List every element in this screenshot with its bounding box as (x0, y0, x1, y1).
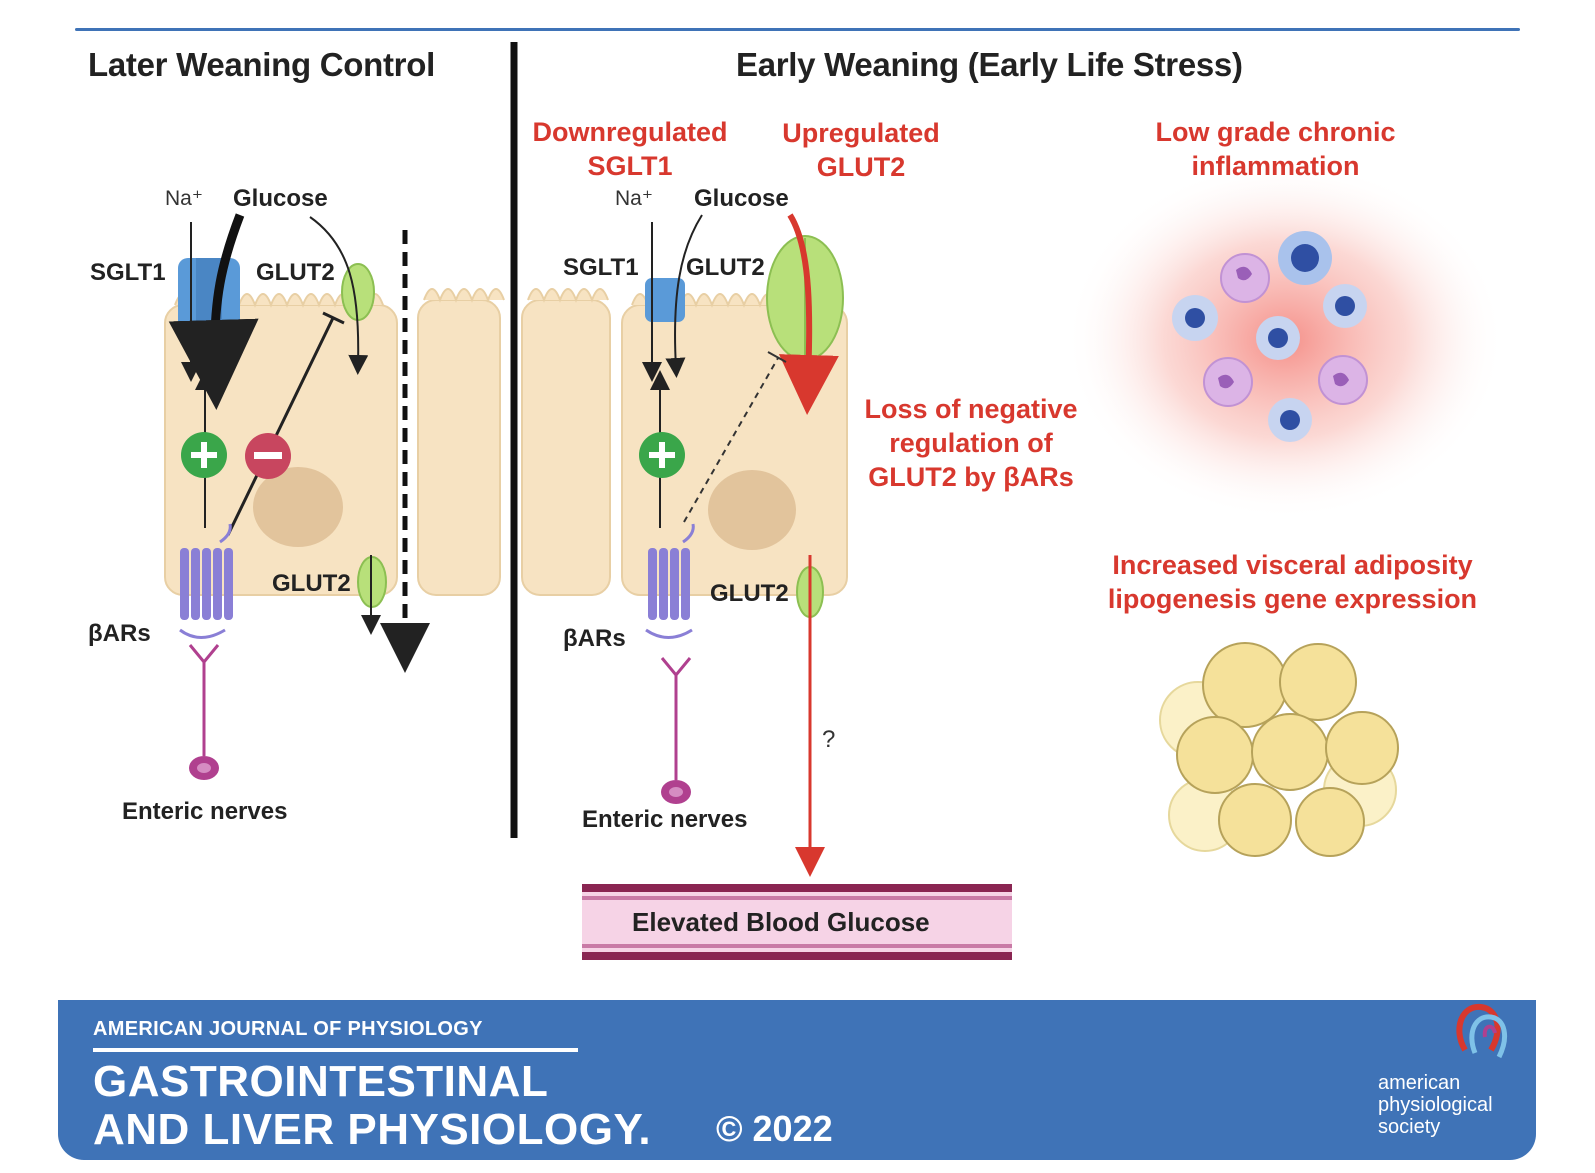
journal-title-line1: GASTROINTESTINAL (93, 1057, 549, 1106)
plus-icon (181, 432, 227, 478)
inflammation-illustration (1065, 160, 1505, 520)
inhibition-line (226, 317, 335, 536)
glucose-label: Glucose (233, 185, 328, 212)
right-neighbor-cell (521, 288, 611, 596)
left-panel-heading: Later Weaning Control (88, 46, 435, 83)
top-accent-line (75, 28, 1520, 31)
plus-icon (639, 432, 685, 478)
journal-name: AMERICAN JOURNAL OF PHYSIOLOGY (93, 1018, 483, 1040)
inflammation-label: Low grade chronic inflammation (1155, 117, 1396, 181)
glucose-arrow (168, 213, 259, 410)
upregulated-glut2-label: Upregulated GLUT2 (782, 118, 940, 182)
glut2-red-uptake-arrow (778, 213, 839, 415)
enteric-nerve (660, 657, 692, 804)
bars-label: βARs (88, 620, 151, 647)
society-name-line2: physiological (1378, 1094, 1493, 1116)
blood-vessel (582, 884, 1012, 960)
society-name-line1: american (1378, 1072, 1461, 1094)
nucleus (253, 467, 343, 547)
lost-inhibition-line (683, 357, 779, 523)
beta-adrenergic-receptor (179, 523, 233, 639)
journal-title-line2: AND LIVER PHYSIOLOGY. (93, 1105, 652, 1154)
journal-banner: AMERICAN JOURNAL OF PHYSIOLOGY GASTROINT… (58, 1000, 1536, 1160)
glut2-apical (341, 263, 375, 321)
glucose-arrow (665, 214, 703, 378)
glut2-uptake-arrow (309, 216, 369, 375)
glucose-label: Glucose (694, 185, 789, 212)
nucleus (708, 470, 796, 550)
sglt1-transporter (178, 258, 240, 334)
enteric-nerves-label: Enteric nerves (582, 806, 748, 833)
left-neighbor-cell (417, 288, 505, 596)
bars-label: βARs (563, 625, 626, 652)
enteric-nerves-label: Enteric nerves (122, 798, 288, 825)
society-logo-icon (1456, 1003, 1508, 1059)
sglt1-label: SGLT1 (90, 259, 166, 286)
minus-icon (245, 433, 291, 479)
question-mark-label: ? (822, 726, 836, 753)
copyright: © 2022 (716, 1108, 833, 1149)
right-panel-heading: Early Weaning (Early Life Stress) (736, 46, 1243, 83)
downregulated-sglt1-label: Downregulated SGLT1 (532, 117, 728, 181)
society-name: american physiological society (1378, 1072, 1538, 1138)
na-label: Na⁺ (165, 187, 203, 210)
lost-inhibition-bar (767, 351, 787, 363)
journal-title: GASTROINTESTINAL AND LIVER PHYSIOLOGY. (93, 1058, 651, 1154)
glut2-bottom-label: GLUT2 (272, 570, 351, 597)
enteric-nerve (188, 644, 220, 780)
inhibition-bar (322, 311, 345, 325)
banner-rule (93, 1048, 578, 1052)
elevated-blood-glucose-label: Elevated Blood Glucose (632, 907, 930, 937)
glut2-top-label: GLUT2 (256, 259, 335, 286)
adiposity-label: Increased visceral adiposity lipogenesis… (1107, 550, 1478, 614)
beta-adrenergic-receptor (645, 523, 695, 639)
loss-of-regulation-label: Loss of negative regulation of GLUT2 by … (864, 394, 1078, 492)
glut2-bottom-label: GLUT2 (710, 580, 789, 607)
adipocyte-cluster (1159, 642, 1399, 857)
glut2-top-label: GLUT2 (686, 254, 765, 281)
society-name-line3: society (1378, 1116, 1441, 1138)
na-label: Na⁺ (615, 187, 653, 210)
sglt1-label: SGLT1 (563, 254, 639, 281)
